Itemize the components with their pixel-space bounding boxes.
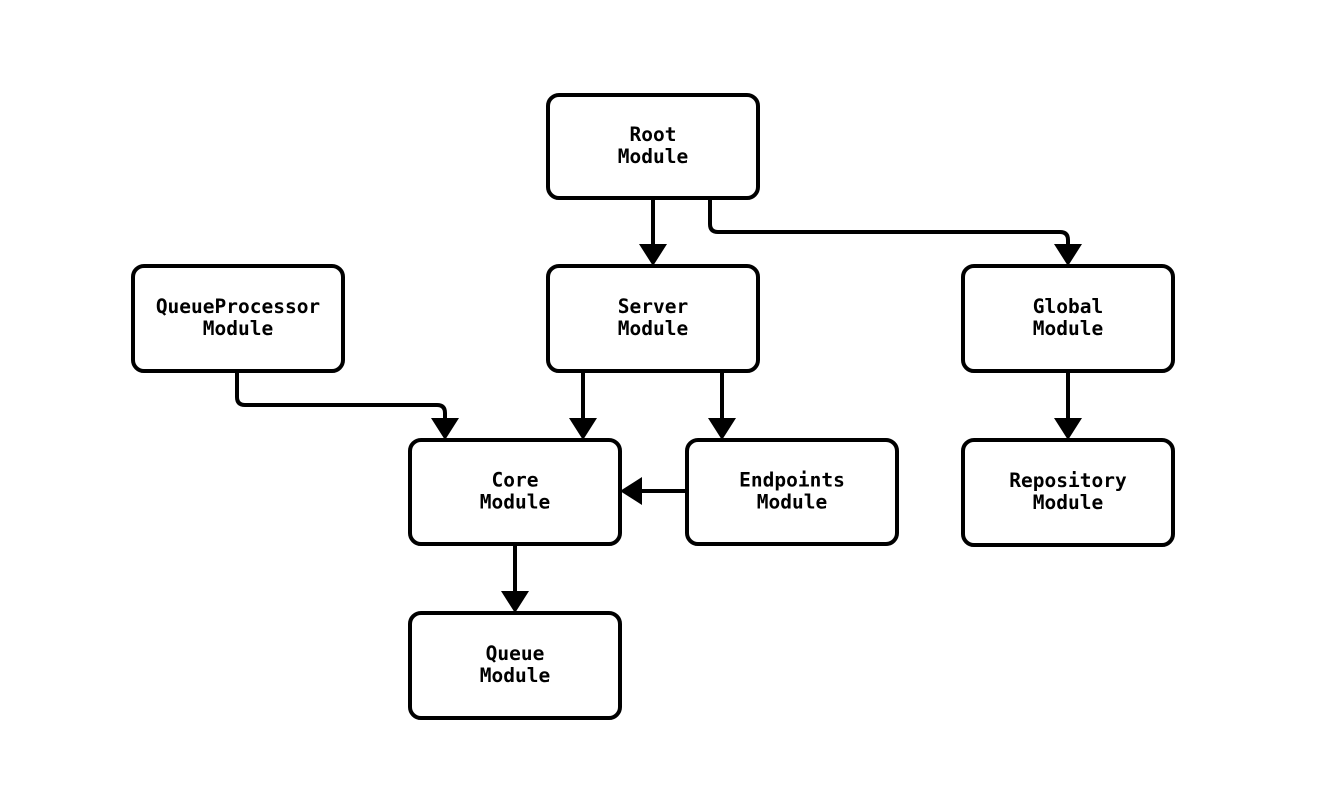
edge-root-to-global — [708, 198, 1070, 254]
node-box-server[interactable] — [546, 264, 760, 373]
node-label-root-line1: Root — [630, 123, 677, 146]
arrow-global-repository — [1054, 418, 1082, 440]
node-box-queue[interactable] — [408, 611, 622, 720]
node-label-queue-line2: Module — [480, 664, 550, 687]
node-label-core-line1: Core — [492, 469, 539, 492]
node-box-global[interactable] — [961, 264, 1175, 373]
node-box-root[interactable] — [546, 93, 760, 200]
arrow-queueprocessor-core — [431, 418, 459, 440]
arrow-server-core — [569, 418, 597, 440]
node-label-server-line1: Server — [618, 295, 688, 318]
node-label-queue-line1: Queue — [486, 642, 545, 665]
node-box-repository[interactable] — [961, 438, 1175, 547]
node-label-core-line2: Module — [480, 491, 550, 514]
node-label-global-line1: Global — [1033, 295, 1103, 318]
node-label-repository-line2: Module — [1033, 491, 1103, 514]
arrow-server-endpoints — [708, 418, 736, 440]
node-label-root-line2: Module — [618, 145, 688, 168]
node-box-queueprocessor[interactable] — [131, 264, 345, 373]
arrow-root-global — [1054, 244, 1082, 266]
node-box-core[interactable] — [408, 438, 622, 546]
node-label-endpoints-line1: Endpoints — [739, 469, 845, 492]
node-label-queueprocessor-line1: QueueProcessor — [156, 295, 320, 318]
node-label-endpoints-line2: Module — [757, 491, 827, 514]
arrow-heads-layer — [431, 244, 1082, 613]
nodes-layer: RootModuleQueueProcessorModuleServerModu… — [131, 93, 1175, 720]
arrow-endpoints-core — [620, 477, 642, 505]
node-label-repository-line1: Repository — [1009, 469, 1127, 492]
node-box-endpoints[interactable] — [685, 438, 899, 546]
arrow-core-queue — [501, 591, 529, 613]
node-label-server-line2: Module — [618, 317, 688, 340]
node-label-global-line2: Module — [1033, 317, 1103, 340]
edge-queueprocessor-to-core — [235, 371, 447, 428]
node-label-queueprocessor-line2: Module — [203, 317, 273, 340]
arrow-root-server — [639, 244, 667, 266]
edges-layer — [235, 198, 1070, 601]
